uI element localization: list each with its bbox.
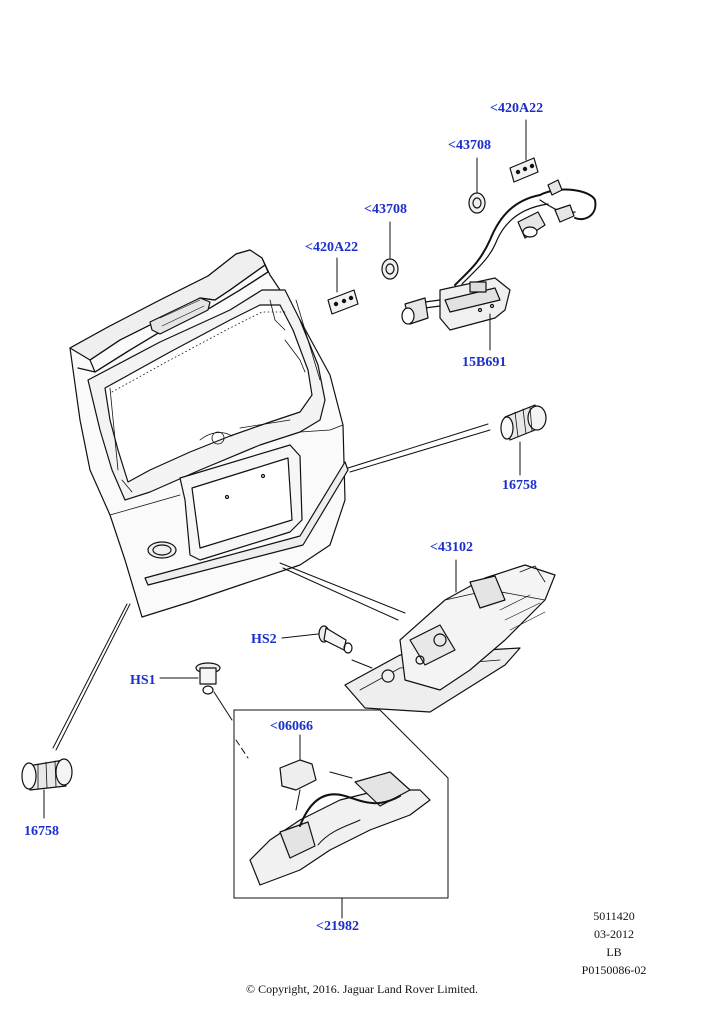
label-harness[interactable]: 15B691 <box>462 355 507 370</box>
bump-stop-left-illustration <box>21 758 73 791</box>
copyright-notice: © Copyright, 2016. Jaguar Land Rover Lim… <box>245 982 479 996</box>
ref-market: LB <box>606 945 622 959</box>
label-grommet-upper-right[interactable]: <43708 <box>448 138 491 153</box>
wiring-harness-illustration <box>401 179 597 331</box>
bump-stop-right-illustration <box>500 404 547 441</box>
tailgate-illustration <box>69 249 349 618</box>
screw-hs1-illustration <box>195 662 221 695</box>
latch-assembly-illustration <box>344 564 556 713</box>
label-clip-upper-left[interactable]: <420A22 <box>305 240 359 255</box>
label-clip-upper-right[interactable]: <420A22 <box>490 101 544 116</box>
label-cap[interactable]: <06066 <box>270 719 313 734</box>
ref-illustration-code: P0150086-02 <box>581 963 647 977</box>
ref-date: 03-2012 <box>594 927 634 941</box>
label-bump-stop-left[interactable]: 16758 <box>24 824 59 839</box>
label-latch-kit[interactable]: <21982 <box>316 919 359 934</box>
label-screw-hs1[interactable]: HS1 <box>130 673 156 688</box>
latch-kit-illustration <box>233 709 449 899</box>
screw-hs2-illustration <box>318 625 353 654</box>
clip-right-illustration <box>509 157 539 183</box>
leader-lines <box>43 119 527 919</box>
grommet-left-illustration <box>381 258 399 280</box>
clip-left-illustration <box>327 289 359 315</box>
label-latch-assembly[interactable]: <43102 <box>430 540 473 555</box>
label-bump-stop-right[interactable]: 16758 <box>502 478 537 493</box>
label-screw-hs2[interactable]: HS2 <box>251 632 277 647</box>
grommet-right-illustration <box>468 192 486 214</box>
ref-number: 5011420 <box>593 909 635 923</box>
label-grommet-upper-left[interactable]: <43708 <box>364 202 407 217</box>
